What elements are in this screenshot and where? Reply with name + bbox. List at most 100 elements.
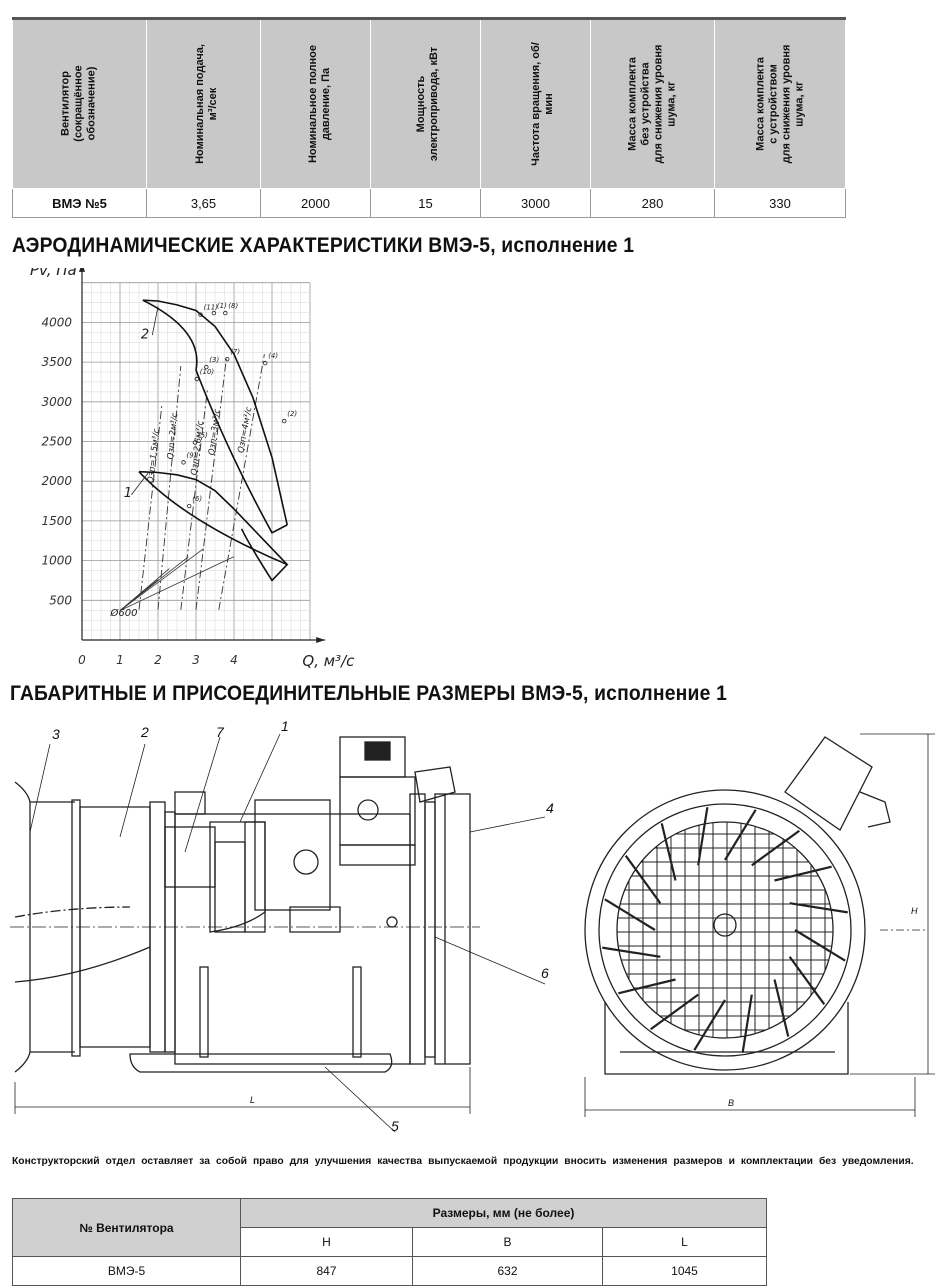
spec-header-fan: Вентилятор (сокращённое обозначение) (60, 65, 99, 141)
leader-6 (435, 937, 545, 984)
dimensions-table: № Вентилятора Размеры, мм (не более) H B… (12, 1198, 767, 1286)
origin-ray (120, 549, 204, 611)
point-label: (1) (217, 302, 227, 310)
motor-housing (255, 800, 330, 910)
point-label: (4) (268, 352, 278, 360)
nameplate (290, 907, 340, 932)
chart-axes (79, 268, 325, 643)
x-axis-arrow (316, 637, 325, 643)
dims-header-group: Размеры, мм (не более) (241, 1199, 767, 1228)
frame-leg (200, 967, 208, 1057)
y-tick-label: 500 (49, 593, 72, 607)
point-label: (8) (228, 302, 238, 310)
terminal-plate (365, 742, 390, 760)
disclaimer-text: Конструкторский отдел оставляет за собой… (12, 1155, 914, 1167)
impeller-hub (210, 822, 265, 932)
dims-header-row: № Вентилятора Размеры, мм (не более) (13, 1199, 767, 1228)
grille-ring (617, 822, 833, 1038)
callout-1: 1 (281, 718, 289, 734)
dimensions-section-title: ГАБАРИТНЫЕ И ПРИСОЕДИНИТЕЛЬНЫЕ РАЗМЕРЫ В… (10, 682, 727, 706)
dims-value-row: ВМЭ-5 847 632 1045 (13, 1257, 767, 1286)
dim-label-b: B (728, 1098, 734, 1108)
callout-3: 3 (52, 726, 60, 742)
spec-header-rpm: Частота вращения, об/ мин (530, 42, 556, 166)
y-tick-label: 4000 (41, 315, 72, 329)
cable-entry-front (860, 792, 890, 827)
qzp-label: Qзп=3м³/с (207, 408, 223, 456)
spec-header-cell: Номинальная подача, м³/сек (147, 19, 261, 189)
dims-cell-l: 1045 (603, 1257, 767, 1286)
spec-cell-mass-without: 280 (591, 189, 715, 218)
aerodynamic-section-title: АЭРОДИНАМИЧЕСКИЕ ХАРАКТЕРИСТИКИ ВМЭ-5, и… (12, 234, 634, 258)
front-view (585, 734, 935, 1117)
dims-cell-fan: ВМЭ-5 (13, 1257, 241, 1286)
curve-label-2: 2 (141, 327, 149, 342)
y-tick-label: 1500 (41, 514, 72, 528)
blade-line (790, 903, 848, 912)
terminal-box-base (340, 845, 415, 865)
outlet-ring-6 (425, 802, 435, 1057)
point-label: (10) (200, 368, 215, 376)
spec-header-cell: Частота вращения, об/ мин (481, 19, 591, 189)
spec-header-cell: Мощность электропривода, кВт (371, 19, 481, 189)
spec-header-cell: Номинальное полное давление, Па (261, 19, 371, 189)
point-label: (9) (187, 451, 197, 459)
lifting-lug (175, 792, 205, 814)
qzp-label: Qзп=2,6м³/с (190, 420, 207, 476)
callout-7: 7 (216, 724, 224, 740)
fan-drawing-svg (10, 722, 940, 1142)
qzp-label: Qзп=4м³/с (236, 406, 254, 454)
transition-ring-2 (165, 812, 175, 1052)
point-marker (224, 311, 228, 315)
blade-line (795, 930, 845, 961)
inlet-curve (15, 947, 150, 982)
callout-4: 4 (546, 800, 554, 816)
leader-3 (30, 744, 50, 832)
protective-grille (602, 807, 847, 1052)
bolt (387, 917, 397, 927)
point-label: (6) (192, 495, 202, 503)
spec-cell-flow: 3,65 (147, 189, 261, 218)
y-tick-label: 2000 (41, 474, 72, 488)
dims-col-h: H (241, 1228, 413, 1257)
dims-header-fan: № Вентилятора (13, 1199, 241, 1257)
spec-header-flow: Номинальная подача, м³/сек (194, 44, 220, 164)
diameter-label: Ø600 (110, 607, 138, 619)
blade-line (743, 995, 752, 1053)
point-label: (3) (209, 356, 219, 364)
x-axis-label: Q, м³/с (302, 652, 355, 670)
dim-label-l: L (250, 1095, 255, 1105)
spec-header-mass-without: Масса комплекта без устройства для сниже… (626, 44, 678, 163)
spec-header-power: Мощность электропривода, кВт (415, 46, 441, 160)
blade-line (651, 995, 699, 1030)
side-view (10, 734, 545, 1132)
callout-6: 6 (541, 965, 549, 981)
bolt-head (294, 850, 318, 874)
x-tick-label: 4 (230, 653, 238, 667)
inner-ring (599, 804, 851, 1056)
spec-header-mass-with: Масса комплекта с устройством для снижен… (754, 44, 806, 163)
point-label: (11) (204, 304, 219, 312)
outlet-ring (410, 794, 425, 1064)
dims-cell-h: 847 (241, 1257, 413, 1286)
spec-value-row: ВМЭ №5 3,65 2000 15 3000 280 330 (13, 189, 846, 218)
dims-col-l: L (603, 1228, 767, 1257)
leader-4 (470, 817, 545, 832)
dims-col-b: B (413, 1228, 603, 1257)
inner-part (215, 842, 245, 932)
outlet-ring-4 (435, 794, 470, 1064)
spec-table: Вентилятор (сокращённое обозначение) Ном… (12, 17, 846, 218)
spec-header-cell: Масса комплекта с устройством для снижен… (715, 19, 846, 189)
cable-gland (358, 800, 378, 820)
point-label: (5) (198, 432, 208, 440)
blade-line (662, 823, 676, 880)
terminal-box-front (785, 737, 872, 830)
blade-line (698, 807, 707, 865)
y-tick-label: 2500 (41, 435, 72, 449)
dims-cell-b: 632 (413, 1257, 603, 1286)
point-marker (282, 419, 286, 423)
spec-cell-pressure: 2000 (261, 189, 371, 218)
blade-line (618, 979, 675, 993)
